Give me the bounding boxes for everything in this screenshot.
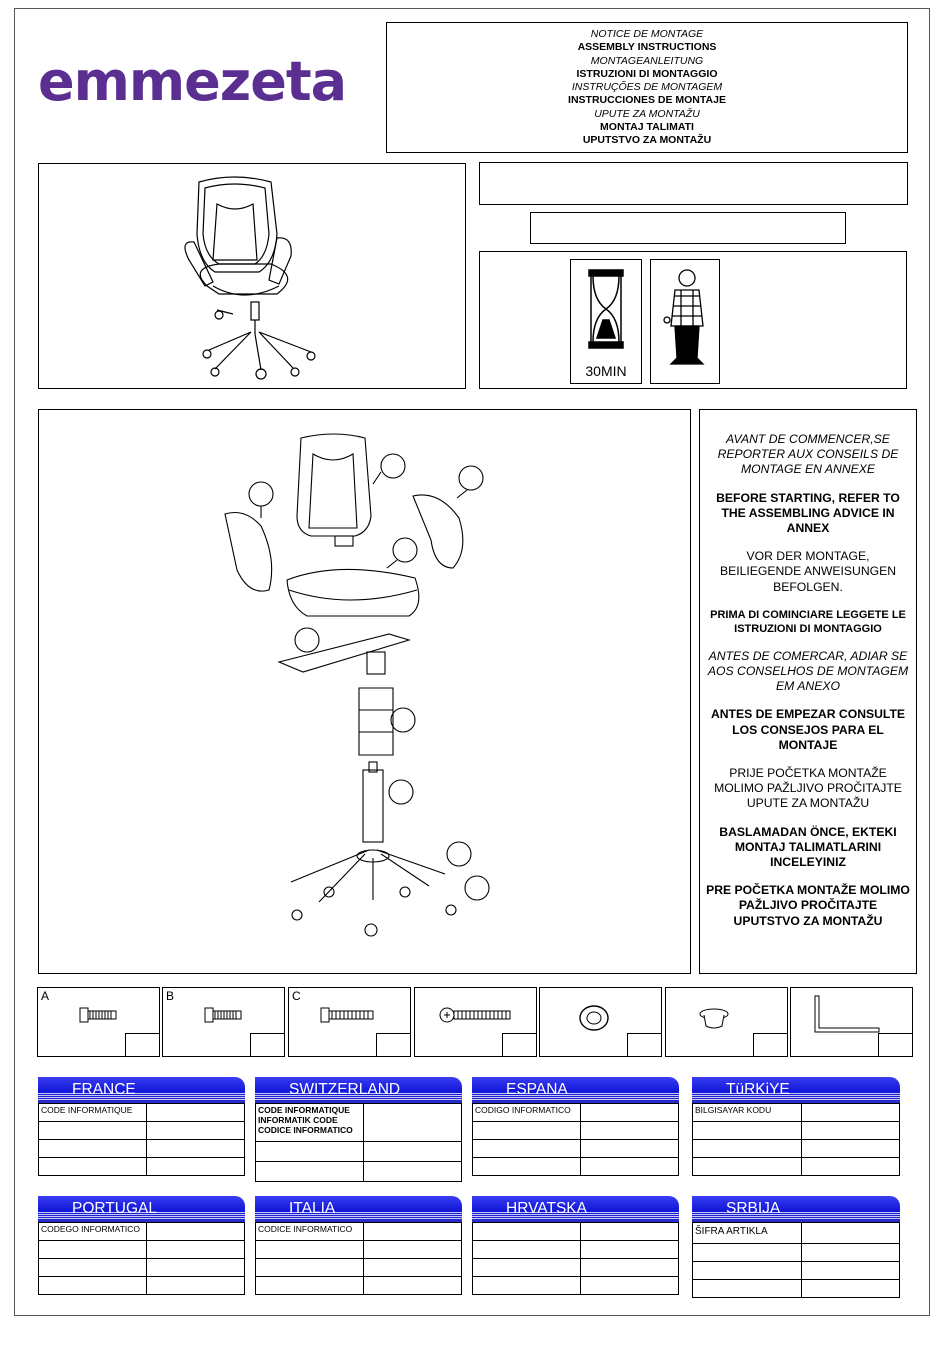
code-label: BILGISAYAR KODU <box>692 1103 802 1122</box>
country-name: PORTUGAL <box>72 1200 157 1217</box>
country-header: PORTUGAL <box>38 1196 245 1222</box>
hardware-part: A <box>37 987 160 1057</box>
product-title-box <box>479 162 908 205</box>
country-table: TüRKiYE BILGISAYAR KODU <box>692 1077 900 1183</box>
advice-paragraph: ANTES DE EMPEZAR CONSULTE LOS CONSEJOS P… <box>710 707 906 752</box>
part-letter: A <box>41 989 50 1003</box>
assembly-info-box <box>479 251 907 389</box>
bolt-long-icon <box>320 1007 374 1023</box>
part-quantity-box <box>125 1033 160 1057</box>
country-table: SWITZERLAND CODE INFORMATIQUE INFORMATIK … <box>255 1077 462 1183</box>
country-table: ESPANA CODIGO INFORMATICO <box>472 1077 679 1183</box>
code-label: CODE INFORMATIQUE INFORMATIK CODE CODICE… <box>255 1103 364 1142</box>
advice-paragraph: VOR DER MONTAGE, BEILIEGENDE ANWEISUNGEN… <box>719 549 897 594</box>
one-person-icon <box>650 259 720 384</box>
country-header: ITALIA <box>255 1196 462 1222</box>
page-frame <box>14 8 930 1316</box>
country-name: SWITZERLAND <box>289 1081 401 1098</box>
country-header: FRANCE <box>38 1077 245 1103</box>
cap-icon <box>699 1008 729 1029</box>
exploded-view-box <box>38 409 691 974</box>
notice-line: INSTRUCCIONES DE MONTAJE <box>568 94 726 107</box>
code-label: CODE INFORMATIQUE <box>38 1103 147 1122</box>
notice-line: NOTICE DE MONTAGE <box>590 28 704 40</box>
hourglass-icon <box>570 259 642 384</box>
part-quantity-box <box>878 1033 913 1057</box>
assembly-time-label: 30MIN <box>585 363 627 379</box>
notice-line: UPUTE ZA MONTAŽU <box>594 107 700 120</box>
code-label: CODIGO INFORMATICO <box>472 1103 581 1122</box>
advice-paragraph: AVANT DE COMMENCER,SE REPORTER AUX CONSE… <box>717 432 899 477</box>
country-name: HRVATSKA <box>506 1200 587 1217</box>
code-label: CODICE INFORMATICO <box>255 1222 364 1241</box>
part-quantity-box <box>627 1033 662 1057</box>
brand-logo: emmezeta <box>38 50 347 113</box>
part-quantity-box <box>376 1033 411 1057</box>
country-header: TüRKiYE <box>692 1077 900 1103</box>
notice-line: ASSEMBLY INSTRUCTIONS <box>577 41 717 54</box>
hardware-part <box>414 987 537 1057</box>
country-name: ITALIA <box>289 1200 336 1217</box>
country-header: HRVATSKA <box>472 1196 679 1222</box>
chair-illustration-box <box>38 163 466 389</box>
bolt-icon <box>204 1007 242 1023</box>
code-label <box>472 1222 581 1241</box>
notice-line: MONTAGEANLEITUNG <box>590 54 704 67</box>
notice-line: MONTAJ TALIMATI <box>600 121 694 134</box>
country-table: PORTUGAL CODEGO INFORMATICO <box>38 1196 245 1302</box>
bolt-icon <box>79 1007 117 1023</box>
hardware-part <box>539 987 662 1057</box>
country-table: ITALIA CODICE INFORMATICO <box>255 1196 462 1302</box>
part-quantity-box <box>250 1033 285 1057</box>
country-table: SRBIJA ŠIFRA ARTIKLA <box>692 1196 900 1302</box>
notice-line: ISTRUZIONI DI MONTAGGIO <box>576 67 718 80</box>
advice-paragraph: BEFORE STARTING, REFER TO THE ASSEMBLING… <box>716 490 900 536</box>
hardware-part: C <box>288 987 411 1057</box>
hardware-part <box>790 987 913 1057</box>
part-quantity-box <box>502 1033 537 1057</box>
assembly-advice-panel: AVANT DE COMMENCER,SE REPORTER AUX CONSE… <box>699 409 917 974</box>
country-header: ESPANA <box>472 1077 679 1103</box>
country-table: FRANCE CODE INFORMATIQUE <box>38 1077 245 1183</box>
code-label: ŠIFRA ARTIKLA <box>692 1222 802 1244</box>
hardware-part <box>665 987 788 1057</box>
country-header: SWITZERLAND <box>255 1077 462 1103</box>
product-reference-box <box>530 212 846 244</box>
advice-paragraph: PRIJE POČETKA MONTAŽE MOLIMO PAŽLJIVO PR… <box>714 766 902 811</box>
allen-key-icon <box>814 995 880 1033</box>
country-name: SRBIJA <box>726 1200 781 1217</box>
part-quantity-box <box>753 1033 788 1057</box>
advice-paragraph: PRIMA DI COMINCIARE LEGGETE LE ISTRUZION… <box>710 608 906 635</box>
advice-paragraph: BASLAMADAN ÖNCE, EKTEKI MONTAJ TALIMATLA… <box>719 824 897 870</box>
part-letter: B <box>166 989 175 1003</box>
notice-line: UPUTSTVO ZA MONTAŽU <box>582 134 712 147</box>
notice-line: INSTRUÇÕES DE MONTAGEM <box>571 81 723 94</box>
exploded-view-image <box>224 433 490 937</box>
advice-paragraph: ANTES DE COMERCAR, ADIAR SE AOS CONSELHO… <box>707 648 909 694</box>
part-letter: C <box>292 989 301 1003</box>
country-header: SRBIJA <box>692 1196 900 1222</box>
code-label: CODEGO INFORMATICO <box>38 1222 147 1241</box>
hardware-part: B <box>162 987 285 1057</box>
allen-bolt-icon <box>439 1007 511 1023</box>
washer-icon <box>579 1005 609 1031</box>
advice-paragraph: PRE POČETKA MONTAŽE MOLIMO PAŽLJIVO PROČ… <box>706 883 910 928</box>
office-chair-image <box>184 176 316 380</box>
country-name: FRANCE <box>72 1081 136 1098</box>
country-table: HRVATSKA <box>472 1196 679 1302</box>
country-name: ESPANA <box>506 1081 568 1098</box>
country-name: TüRKiYE <box>726 1081 790 1098</box>
